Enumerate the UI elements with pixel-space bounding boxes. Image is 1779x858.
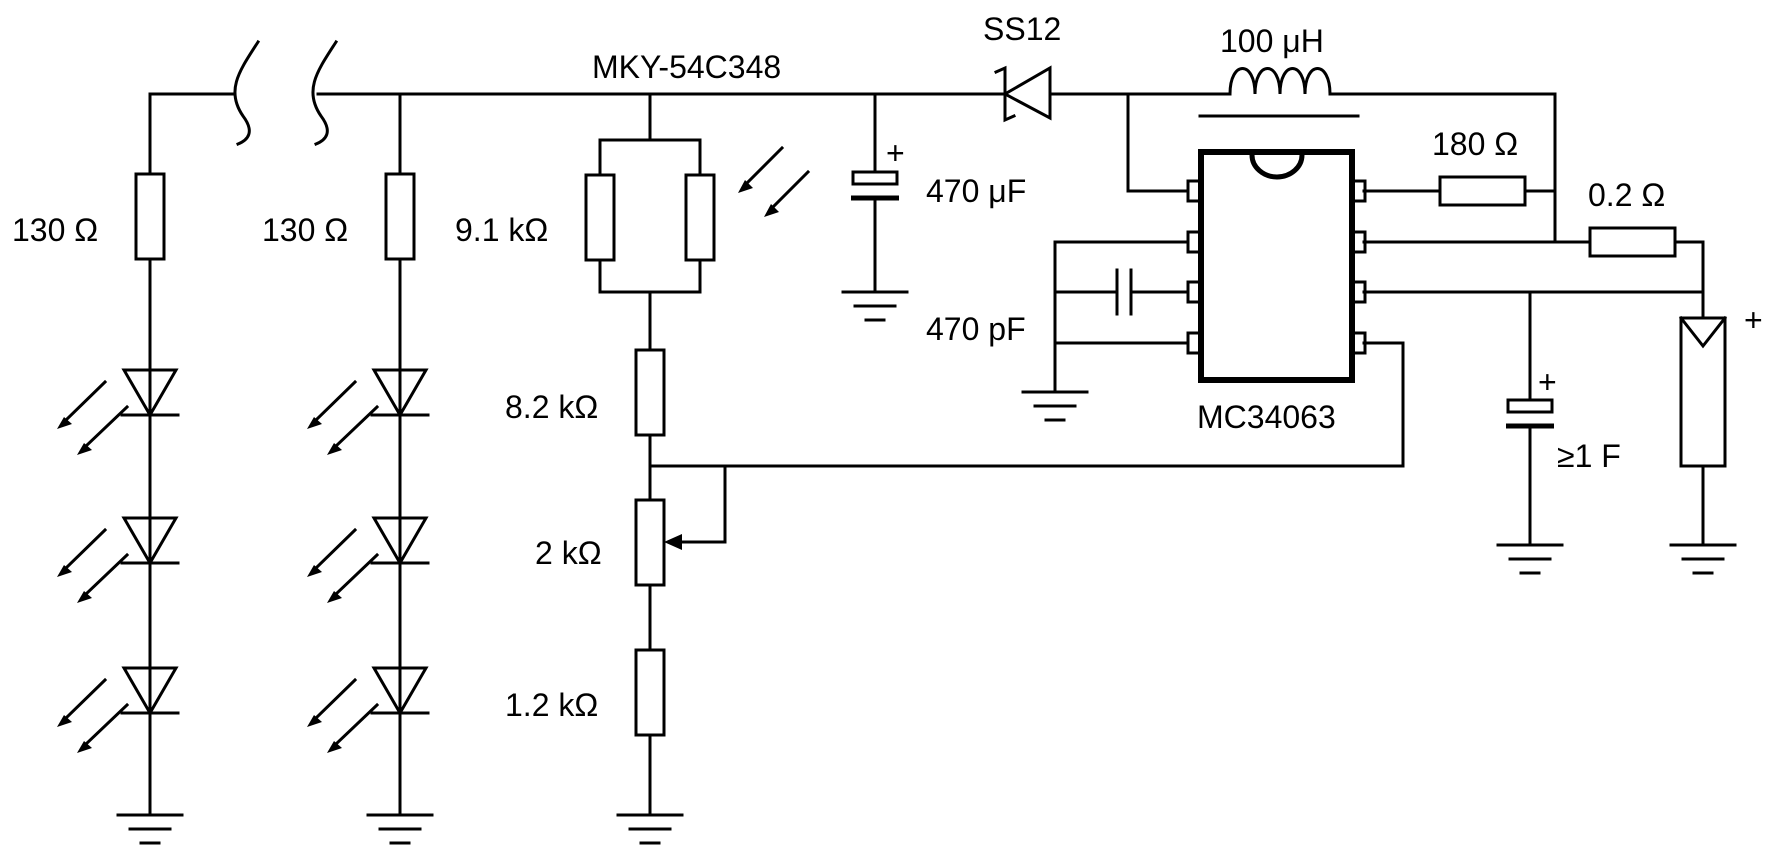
resistor-8k2: [634, 348, 666, 437]
wiper-arrow-icon: [664, 534, 682, 550]
ground-icon: [616, 813, 684, 845]
ground-icon: [841, 290, 909, 322]
photo-resistor-label: 9.1 kΩ: [455, 212, 548, 248]
led-1b: [57, 516, 180, 603]
cap-timing-label: 470 pF: [926, 311, 1026, 347]
cap-out-label: ≥1 F: [1557, 438, 1621, 474]
led-2b: [307, 516, 430, 603]
resistor-sense-label: 0.2 Ω: [1588, 177, 1665, 213]
resistor-sense: [1588, 226, 1677, 258]
led-1c: [57, 666, 180, 753]
resistor-1k2: [634, 648, 666, 737]
wire-break-icon: [233, 39, 339, 146]
pot-2k-label: 2 kΩ: [535, 535, 602, 571]
feedback-wire: [648, 341, 1405, 468]
led-string-1: [57, 92, 184, 845]
ground-icon: [1669, 543, 1737, 575]
diode-label: SS12: [983, 11, 1061, 47]
cap-out-polarity: +: [1538, 364, 1557, 400]
ground-icon: [1021, 390, 1089, 422]
fixed-resistor-9k1: [584, 173, 616, 262]
led-resistor-1-label: 130 Ω: [12, 212, 98, 248]
potentiometer-2k: [634, 498, 666, 587]
resistor-180: [1438, 175, 1527, 207]
ground-icon: [116, 813, 184, 845]
led-1a: [57, 368, 180, 455]
led-resistor-1: [134, 172, 166, 261]
led-2c: [307, 666, 430, 753]
inductor-label: 100 μH: [1220, 23, 1324, 59]
led-resistor-2-label: 130 Ω: [262, 212, 348, 248]
led-resistor-2: [384, 172, 416, 261]
output-capacitor: [1496, 290, 1564, 575]
input-capacitor: [841, 92, 909, 322]
light-arrows-icon: [738, 145, 811, 217]
resistor-8k2-label: 8.2 kΩ: [505, 389, 598, 425]
solar-polarity: +: [1744, 302, 1763, 338]
cap-in-polarity: +: [886, 135, 905, 171]
line-name-label: MKY-54C348: [592, 49, 781, 85]
schottky-diode: [994, 65, 1052, 123]
photo-resistor: [684, 173, 716, 262]
inductor: [1198, 67, 1360, 118]
ic-chip: [1186, 149, 1367, 383]
resistor-180-label: 180 Ω: [1432, 126, 1518, 162]
resistor-1k2-label: 1.2 kΩ: [505, 687, 598, 723]
led-2a: [307, 368, 430, 455]
solar-cell: [1669, 290, 1737, 575]
ic-left-wiring: [1021, 92, 1190, 422]
ground-icon: [1496, 543, 1564, 575]
ic-label: MC34063: [1197, 399, 1336, 435]
led-string-2: [307, 92, 434, 845]
ic-right-wiring: [1362, 92, 1705, 294]
cap-in-label: 470 μF: [926, 173, 1026, 209]
divider-column: [584, 92, 811, 845]
ground-icon: [366, 813, 434, 845]
